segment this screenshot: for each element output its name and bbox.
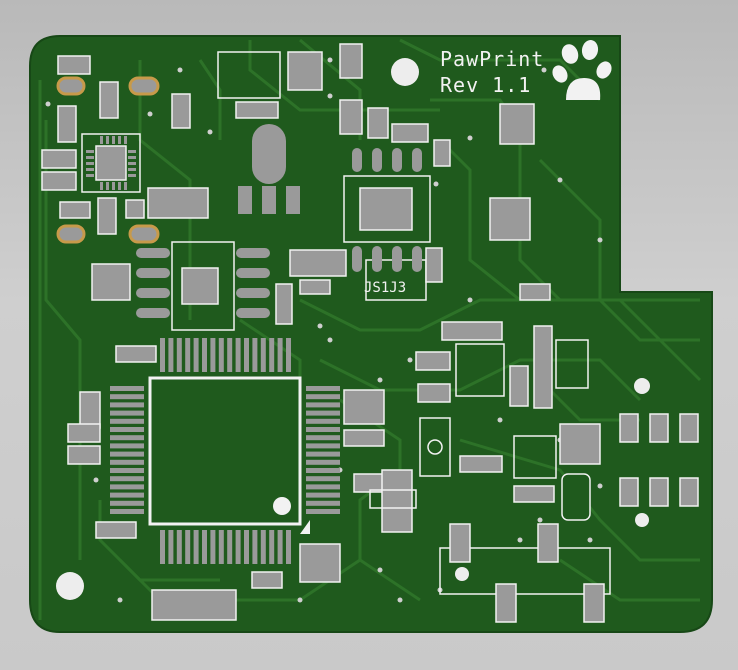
chip-pin [235, 338, 241, 372]
board-name: PawPrint [440, 47, 544, 71]
chip-pin [286, 338, 291, 372]
chip-pin [306, 459, 340, 465]
chip-pin [128, 162, 136, 165]
chip-pin [306, 484, 340, 490]
chip-pin [110, 427, 144, 432]
chip-pin [306, 418, 340, 424]
chip-pin [277, 338, 283, 372]
chip-pin [168, 338, 174, 372]
chip-pin [110, 509, 144, 514]
chip-pin [110, 476, 144, 482]
chip-pin [110, 484, 144, 490]
chip-pin [100, 182, 103, 190]
chip-pin [110, 418, 144, 424]
chip-pin [110, 468, 144, 473]
chip-pin [110, 402, 144, 408]
chip-pin [185, 530, 191, 564]
chip-pin [110, 394, 144, 400]
chip-pin [168, 530, 174, 564]
chip-pin [160, 530, 165, 564]
chip-pin [235, 530, 241, 564]
small-label: JS1J3 [364, 280, 406, 296]
chip-pin [286, 530, 291, 564]
chip-pin [252, 530, 258, 564]
chip-pin [110, 443, 144, 449]
chip-pin [193, 338, 199, 372]
chip-pin [210, 338, 216, 372]
chip-pin [210, 530, 216, 564]
chip-pin [306, 427, 340, 432]
chip-pin [306, 500, 340, 506]
chip-pin [306, 443, 340, 449]
chip-pin [260, 338, 266, 372]
board-revision: Rev 1.1 [440, 73, 531, 97]
paw-print-icon [552, 40, 612, 100]
chip-pin [128, 174, 136, 177]
chip-pin [128, 168, 136, 171]
chip-pin [306, 451, 340, 457]
chip-pin [110, 386, 144, 391]
chip-pin [110, 459, 144, 465]
chip-pin [86, 174, 94, 177]
gold-pads [56, 76, 160, 244]
chip-pin [244, 530, 249, 564]
chip-pin [193, 530, 199, 564]
chip-pin [306, 386, 340, 391]
chip-pin [106, 136, 109, 144]
soic-legs [136, 124, 422, 318]
mounting-hole-small-3 [455, 567, 469, 581]
chip-pin [86, 162, 94, 165]
chip-pin [110, 500, 144, 506]
chip-pin [118, 136, 121, 144]
chip-pin [124, 182, 127, 190]
chip-pin [218, 530, 224, 564]
mounting-hole-small [634, 378, 650, 394]
chip-pin [306, 509, 340, 514]
chip-pin [110, 410, 144, 416]
chip-pin [252, 338, 258, 372]
chip-pin [244, 338, 249, 372]
chip-pin [306, 468, 340, 473]
chip-pin [118, 182, 121, 190]
chip-pin [86, 150, 94, 153]
chip-pin [218, 338, 224, 372]
chip-pin [306, 492, 340, 498]
chip-pin [269, 338, 275, 372]
chip-pin [128, 150, 136, 153]
chip-pin [86, 156, 94, 159]
chip-pin [227, 530, 233, 564]
chip-pin [128, 156, 136, 159]
chip-pin [260, 530, 266, 564]
chip-pin [106, 182, 109, 190]
chip-pin [306, 476, 340, 482]
chip-pin [227, 338, 233, 372]
chip-pin [202, 338, 207, 372]
chip-pin [277, 530, 283, 564]
mounting-hole-bottom-left [56, 572, 84, 600]
pads [41, 43, 699, 623]
chip-pin [176, 530, 182, 564]
chip-pin [185, 338, 191, 372]
chip-pin [160, 338, 165, 372]
chip-pin [112, 136, 115, 144]
chip-pin [269, 530, 275, 564]
chip-pin [112, 182, 115, 190]
chip-pin [306, 435, 340, 441]
chip-pin [100, 136, 103, 144]
chip-pin [306, 402, 340, 408]
chip-pin [306, 410, 340, 416]
chip-pin [176, 338, 182, 372]
chip-pin [86, 168, 94, 171]
mounting-hole-top [391, 58, 419, 86]
chip-pin [306, 394, 340, 400]
mounting-hole-small-2 [635, 513, 649, 527]
chip-pin [110, 451, 144, 457]
chip-pin [202, 530, 207, 564]
chip-pin [110, 492, 144, 498]
chip-pin [110, 435, 144, 441]
chip-pin [124, 136, 127, 144]
mcu-chip [110, 338, 340, 564]
